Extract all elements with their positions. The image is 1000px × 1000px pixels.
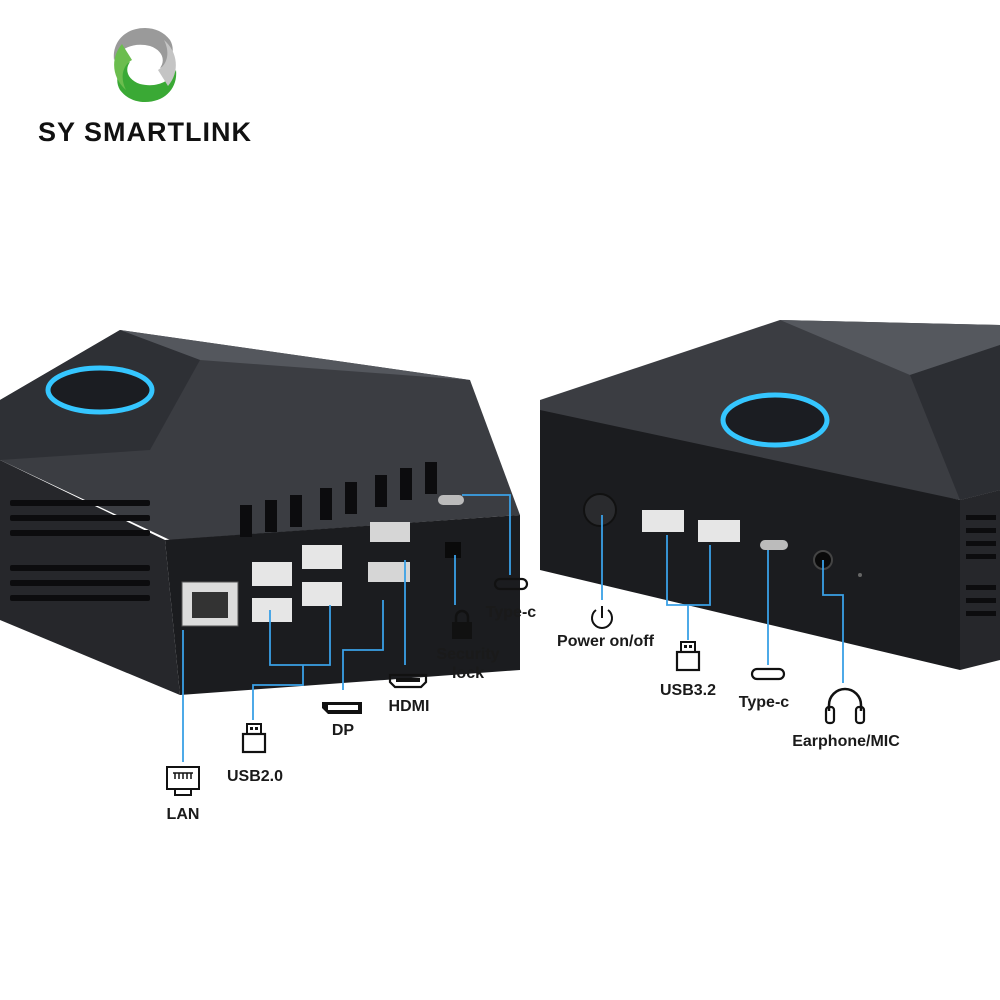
type-c-right-label: Type-c bbox=[738, 694, 790, 711]
padlock-icon bbox=[452, 609, 472, 639]
usb-icon-left bbox=[241, 723, 267, 754]
left-mini-pc bbox=[0, 330, 520, 695]
hdmi-label: HDMI bbox=[388, 698, 430, 715]
usb2-label: USB2.0 bbox=[226, 768, 284, 785]
usb-icon-right bbox=[675, 641, 701, 672]
displayport-icon bbox=[322, 702, 362, 714]
headphones-icon bbox=[824, 687, 866, 725]
right-mini-pc bbox=[540, 320, 1000, 670]
earphone-mic-label: Earphone/MIC bbox=[792, 733, 900, 750]
lan-label: LAN bbox=[166, 806, 200, 823]
security-lock-label-line1: Security bbox=[436, 646, 500, 663]
power-icon bbox=[591, 606, 613, 629]
dp-label: DP bbox=[331, 722, 355, 739]
type-c-icon-left bbox=[493, 577, 529, 591]
type-c-icon-right bbox=[750, 667, 786, 681]
brand-logo-icon bbox=[113, 28, 177, 102]
ethernet-icon bbox=[166, 766, 200, 796]
usb32-label: USB3.2 bbox=[659, 682, 717, 699]
security-lock-label-line2: lock bbox=[451, 665, 484, 682]
hdmi-icon bbox=[388, 673, 428, 689]
brand-name: SY SMARTLINK bbox=[38, 117, 253, 147]
power-label: Power on/off bbox=[557, 633, 654, 650]
type-c-left-label: Type-c bbox=[485, 604, 537, 621]
